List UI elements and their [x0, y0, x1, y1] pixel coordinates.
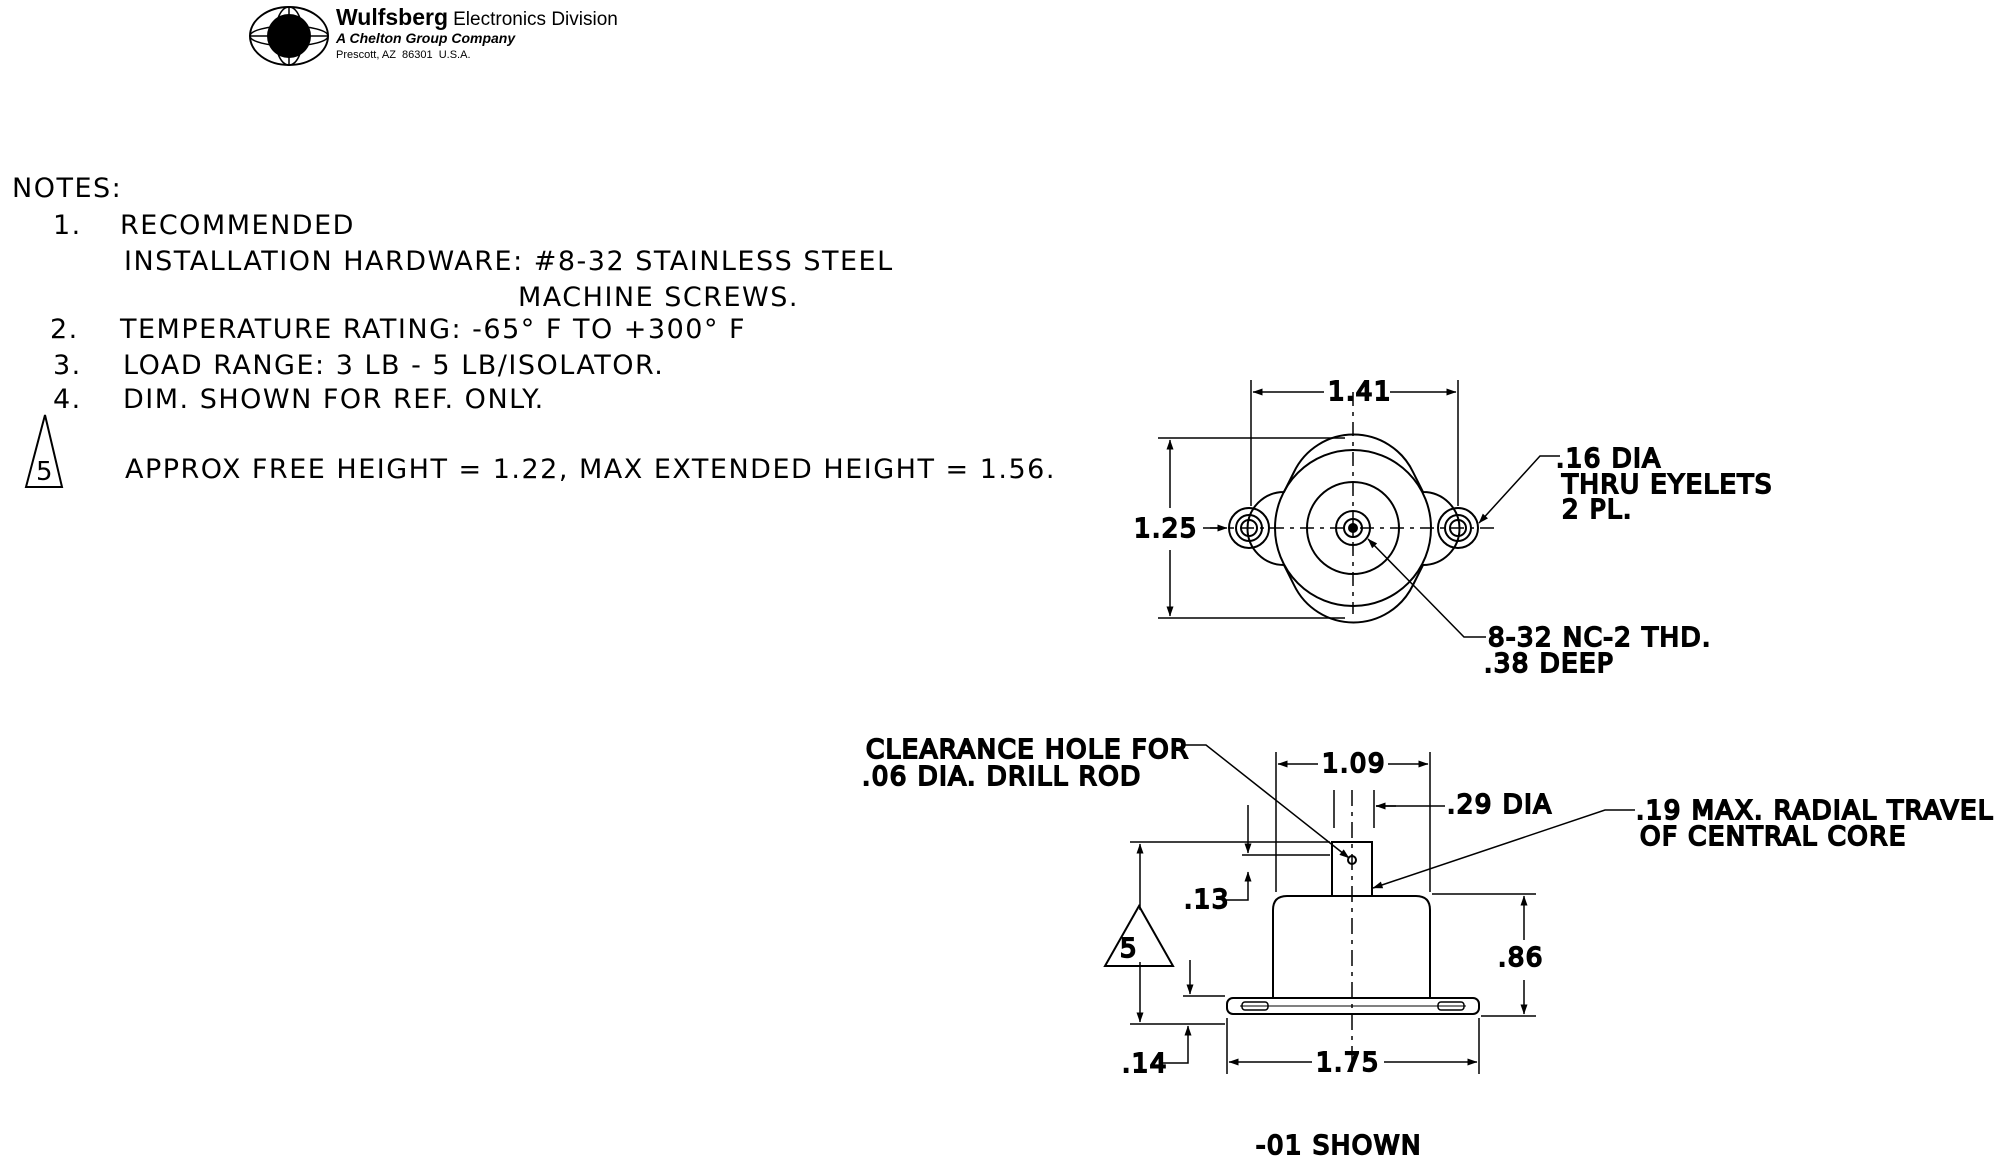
travel-callout-line-1: .19 MAX. RADIAL TRAVEL — [1636, 796, 1994, 826]
top-width-dim: 1.41 — [1328, 377, 1392, 407]
base-width-dim: 1.75 — [1316, 1048, 1380, 1078]
wulfsberg-logo: W — [249, 6, 329, 66]
svg-text:W: W — [275, 24, 304, 54]
note-5-flag-triangle: 5 — [24, 414, 64, 488]
brand-name: Wulfsberg — [336, 4, 449, 30]
note-1-line-3: MACHINE SCREWS. — [518, 282, 799, 313]
note-5-flag-number: 5 — [36, 457, 54, 487]
eyelet-callout-line-1: .16 DIA — [1556, 444, 1662, 474]
clearance-callout-line-2: .06 DIA. DRILL ROD — [862, 762, 1142, 792]
note-4-number: 4. — [53, 384, 82, 415]
side-view — [1103, 744, 1635, 1075]
division-name: Electronics Division — [453, 9, 618, 30]
note-3-text: LOAD RANGE: 3 LB - 5 LB/ISOLATOR. — [123, 350, 665, 381]
stud-height-dim: .13 — [1184, 885, 1230, 915]
right-eyelet-outer — [1437, 507, 1479, 549]
side-view-base — [1226, 997, 1480, 1015]
travel-callout-line-2: OF CENTRAL CORE — [1640, 822, 1907, 852]
stud-diameter-dim: .29 DIA — [1447, 790, 1553, 820]
note-2-text: TEMPERATURE RATING: -65° F TO +300° F — [120, 314, 747, 345]
top-height-dim: 1.25 — [1134, 514, 1198, 544]
parent-company: A Chelton Group Company — [336, 30, 516, 46]
note-1-line-2: INSTALLATION HARDWARE: #8-32 STAINLESS S… — [124, 246, 894, 277]
company-address: Prescott, AZ 86301 U.S.A. — [336, 49, 471, 61]
note-2-number: 2. — [50, 314, 79, 345]
thread-callout-line-1: 8-32 NC-2 THD. — [1488, 623, 1712, 653]
shown-caption: -01 SHOWN — [1256, 1131, 1422, 1161]
notes-heading: NOTES: — [12, 173, 123, 204]
side-view-note-5-flag — [1103, 903, 1175, 967]
company-name-line: Wulfsberg Electronics Division — [336, 4, 618, 31]
body-height-dim: .86 — [1498, 943, 1544, 973]
left-eyelet-outer — [1228, 507, 1270, 549]
side-top-width-dim: 1.09 — [1322, 749, 1386, 779]
thread-callout-line-2: .38 DEEP — [1484, 649, 1614, 679]
side-note-5-number: 5 — [1120, 934, 1138, 964]
note-1-number: 1. — [53, 210, 82, 241]
note-3-number: 3. — [53, 350, 82, 381]
eyelet-callout-line-2: THRU EYELETS — [1561, 470, 1773, 500]
top-view — [1158, 380, 1560, 638]
base-thickness-dim: .14 — [1122, 1049, 1168, 1079]
note-5-text: APPROX FREE HEIGHT = 1.22, MAX EXTENDED … — [125, 454, 1056, 485]
eyelet-callout-line-3: 2 PL. — [1562, 495, 1633, 525]
note-4-text: DIM. SHOWN FOR REF. ONLY. — [123, 384, 545, 415]
top-view-flange — [1246, 433, 1461, 624]
clearance-callout-line-1: CLEARANCE HOLE FOR — [866, 735, 1190, 765]
note-1-line-1: RECOMMENDED — [120, 210, 355, 241]
